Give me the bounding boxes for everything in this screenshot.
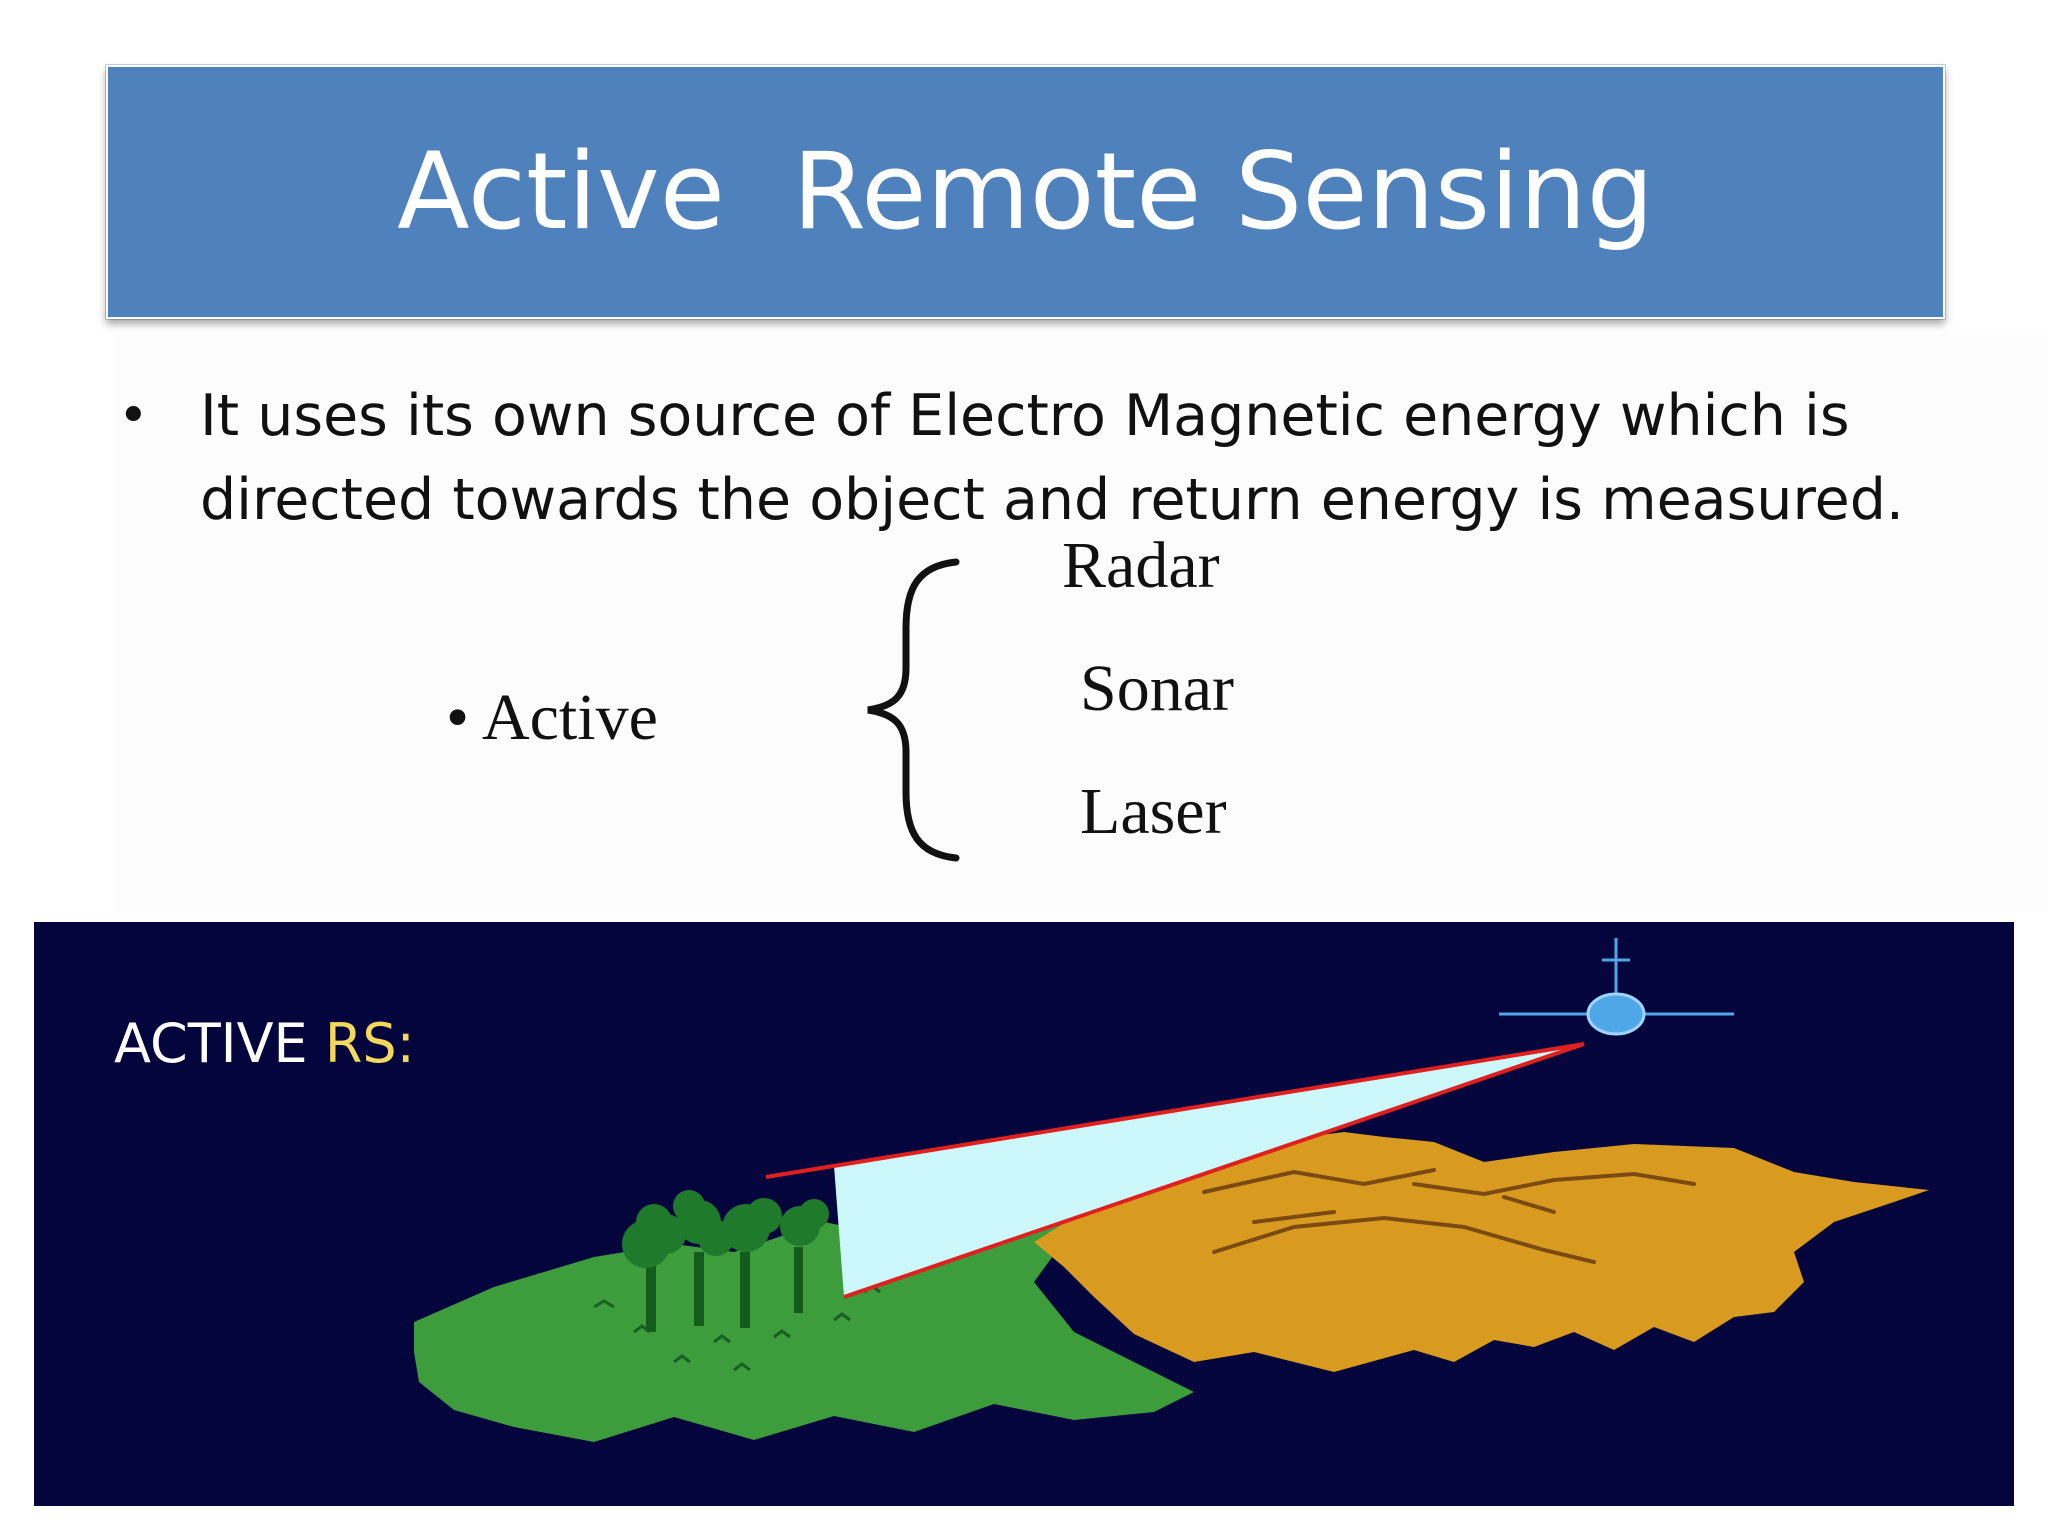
terrain-ridges xyxy=(1202,1168,1696,1264)
trees xyxy=(622,1190,829,1332)
item-sonar: Sonar xyxy=(1080,652,1234,725)
beam-edge-top xyxy=(765,1042,1585,1179)
caption-rs: RS: xyxy=(325,1012,415,1075)
title-banner: Active Remote Sensing xyxy=(106,65,1945,319)
content-background xyxy=(113,334,2048,912)
green-land xyxy=(414,1207,1194,1442)
bullet-text: It uses its own source of Electro Magnet… xyxy=(200,383,1904,533)
beam-edge-bottom xyxy=(843,1042,1585,1299)
caption-active: ACTIVE xyxy=(114,1012,325,1075)
active-label: • Active xyxy=(446,681,658,754)
satellite-sensor xyxy=(1499,938,1734,1036)
orange-terrain xyxy=(1034,1132,1929,1372)
slide-title: Active Remote Sensing xyxy=(397,130,1654,253)
bullet-marker: • xyxy=(118,386,149,446)
item-laser: Laser xyxy=(1080,775,1227,848)
item-radar: Radar xyxy=(1062,529,1220,602)
active-rs-illustration: ACTIVE RS: xyxy=(34,922,2014,1506)
curly-brace xyxy=(867,558,960,862)
illustration-caption: ACTIVE RS: xyxy=(114,1012,415,1075)
